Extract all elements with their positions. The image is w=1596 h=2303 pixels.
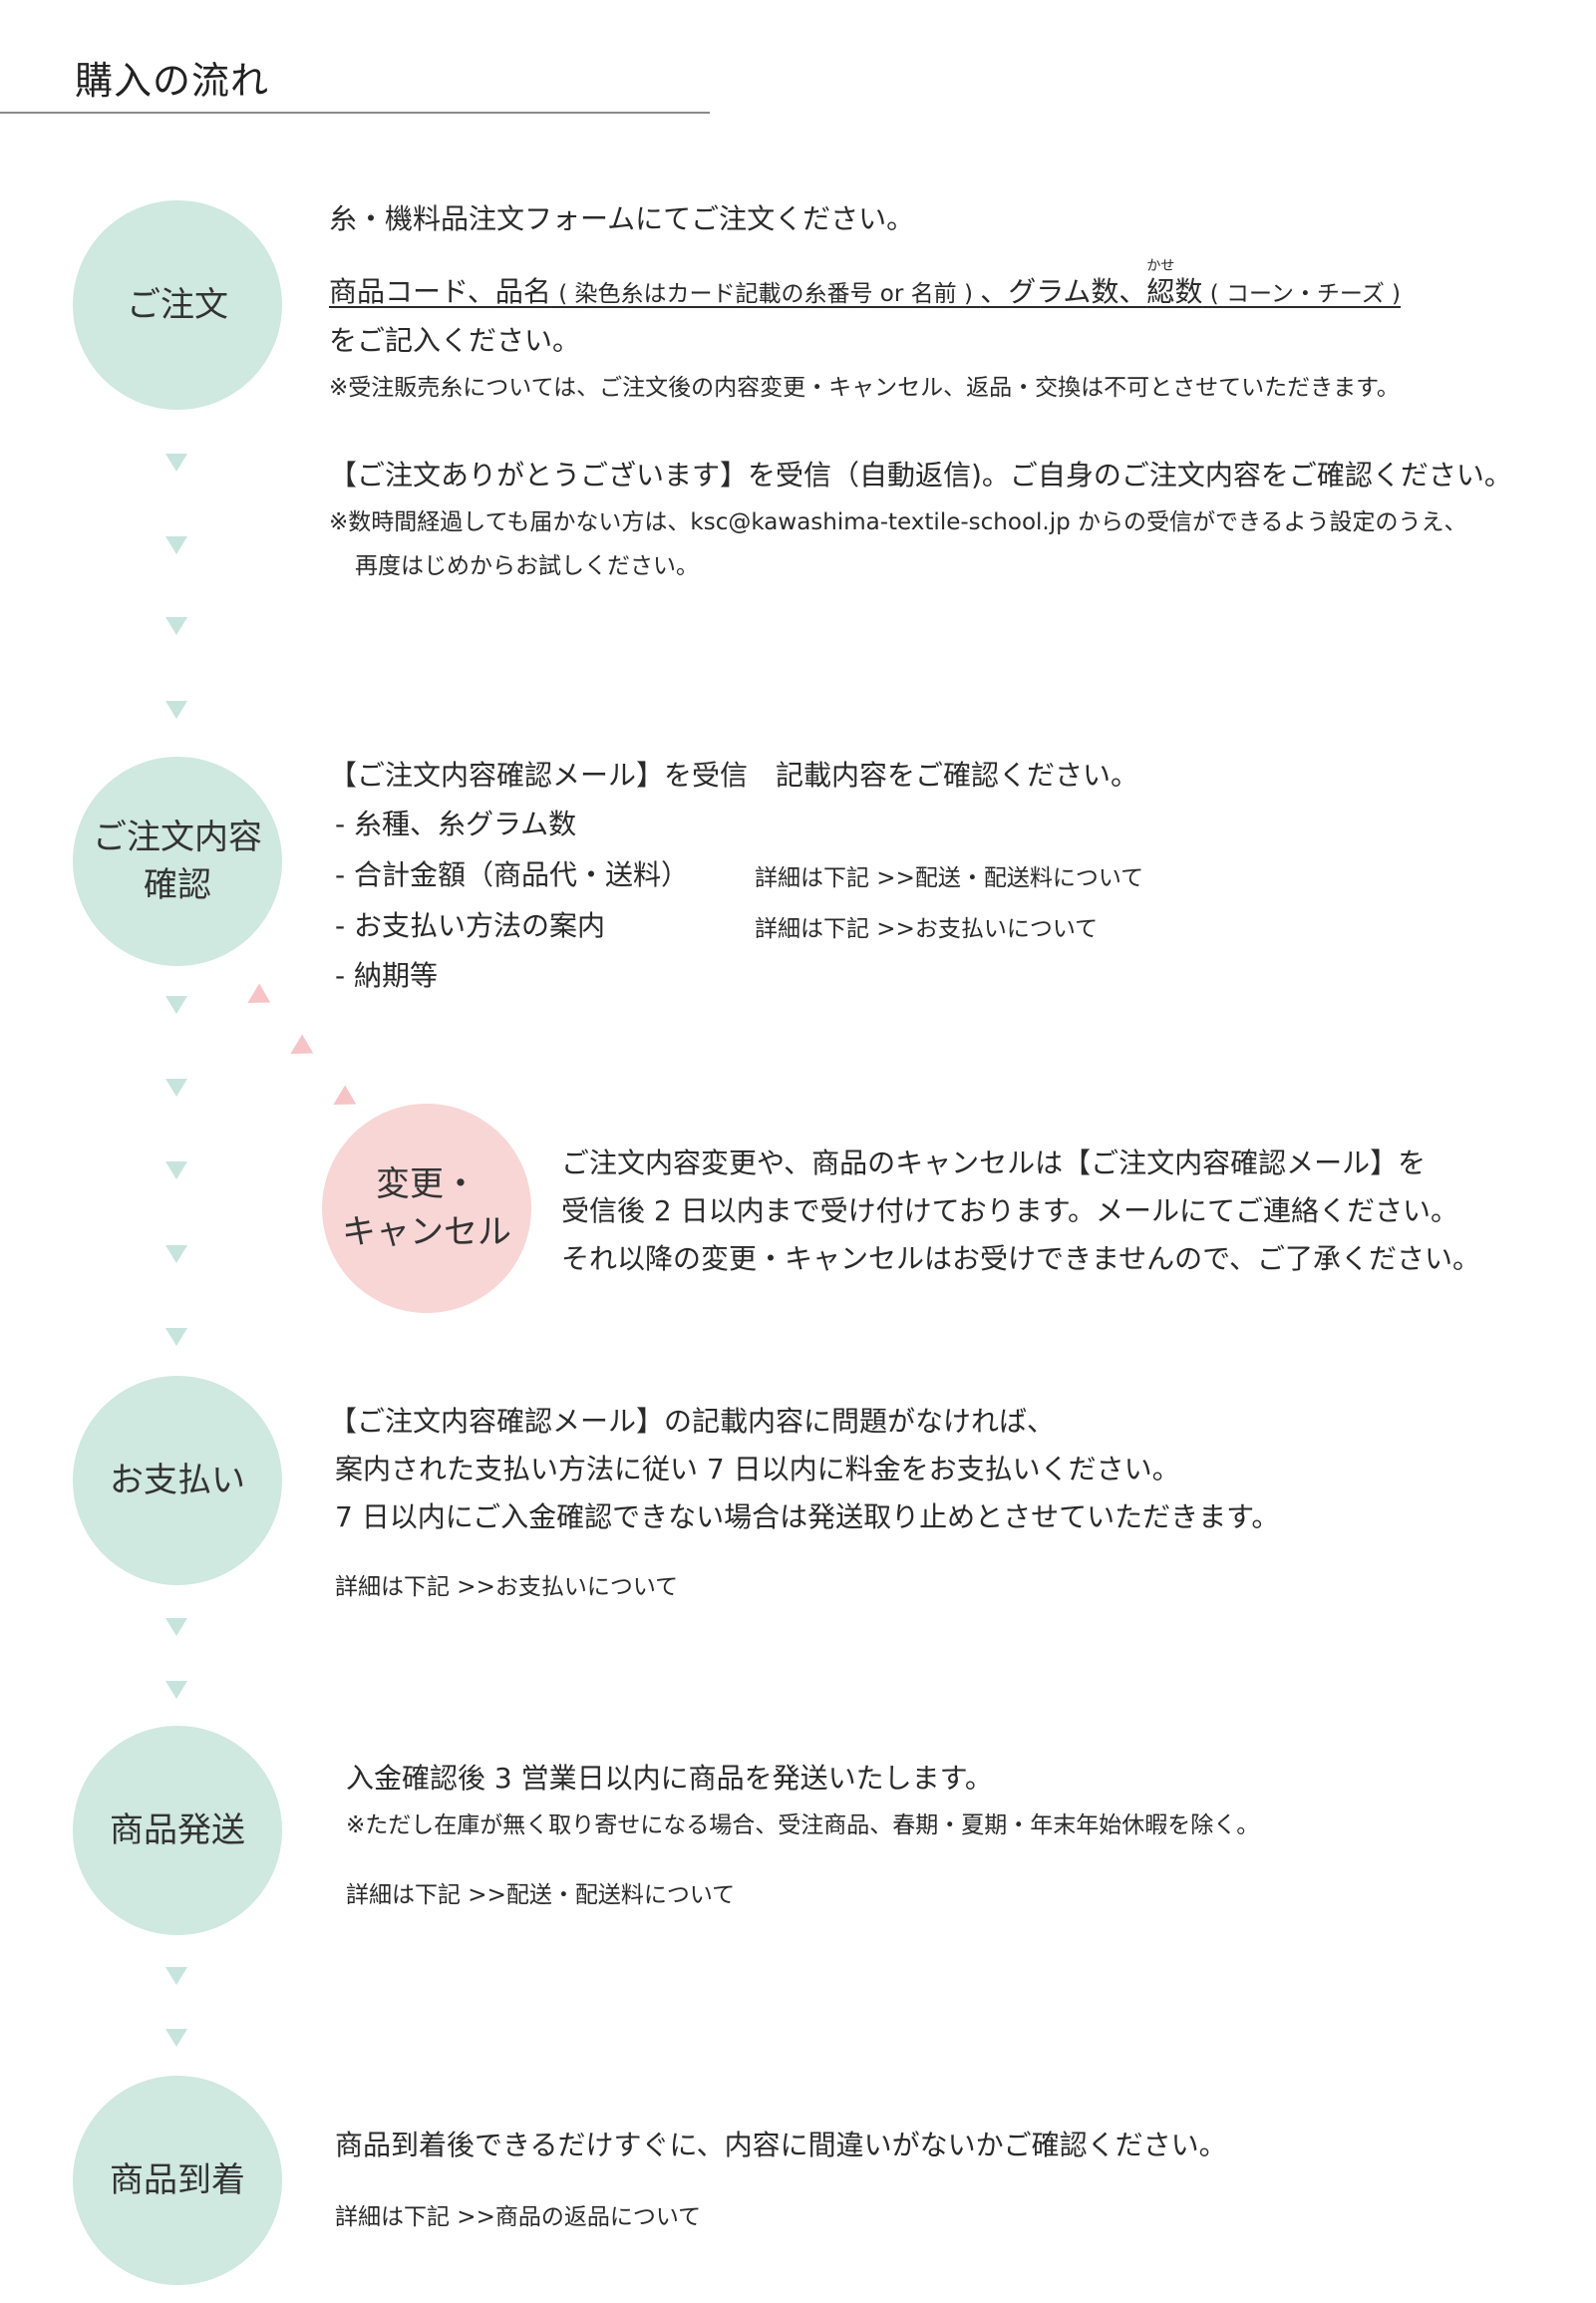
order-note2: ※数時間経過しても届かない方は、ksc@kawashima-textile-sc… — [329, 509, 1467, 535]
order-note3: 再度はじめからお試しください。 — [355, 553, 699, 579]
flow-arrow-icon — [165, 1328, 187, 1346]
arrival-link[interactable]: 詳細は下記 >>商品の返品について — [335, 2204, 702, 2230]
order-line3: をご記入ください。 — [329, 324, 581, 357]
order-line2-product: 商品コード、品名 — [329, 275, 551, 308]
confirm-item3: - お支払い方法の案内 — [335, 909, 606, 942]
title-divider — [0, 112, 710, 114]
step-payment-circle: お支払い — [73, 1376, 282, 1585]
step-order-circle: ご注文 — [73, 200, 282, 410]
step-confirm-label: ご注文内容確認 — [93, 814, 262, 909]
flow-arrow-icon — [165, 1161, 187, 1179]
shipping-note: ※ただし在庫が無く取り寄せになる場合、受注商品、春期・夏期・年末年始休暇を除く。 — [346, 1812, 1260, 1838]
step-payment-label: お支払い — [110, 1461, 245, 1500]
step-shipping-label: 商品発送 — [110, 1810, 245, 1850]
kase-ruby: かせ — [1146, 258, 1175, 274]
step-confirm-label-1: ご注文内容 — [93, 818, 262, 857]
step-change-circle: 変更・キャンセル — [322, 1104, 531, 1313]
shipping-link[interactable]: 詳細は下記 >>配送・配送料について — [346, 1882, 736, 1908]
step-order-label: ご注文 — [127, 285, 228, 325]
flow-arrow-icon — [165, 701, 187, 719]
order-line2-cone: ( コーン・チーズ ) — [1202, 281, 1402, 307]
flow-arrow-icon — [165, 1618, 187, 1636]
confirm-item1: - 糸種、糸グラム数 — [335, 808, 577, 840]
step-confirm-label-2: 確認 — [144, 865, 211, 905]
branch-arrow-icon — [327, 1085, 357, 1115]
page-title: 購入の流れ — [75, 59, 270, 103]
change-line1: ご注文内容変更や、商品のキャンセルは【ご注文内容確認メール】を — [561, 1147, 1427, 1179]
order-line2-kase-text: 綛数 — [1146, 275, 1203, 308]
payment-link[interactable]: 詳細は下記 >>お支払いについて — [335, 1574, 679, 1600]
confirm-item4: - 納期等 — [335, 959, 439, 992]
order-line1: 糸・機料品注文フォームにてご注文ください。 — [329, 202, 915, 235]
step-change-label-2: キャンセル — [342, 1212, 511, 1252]
flow-arrow-icon — [165, 1079, 187, 1097]
flow-arrow-icon — [165, 617, 187, 635]
flow-arrow-icon — [165, 1967, 187, 1985]
step-change-label: 変更・キャンセル — [342, 1160, 511, 1256]
order-line2-paren: ( 染色糸はカード記載の糸番号 or 名前 ) — [550, 281, 981, 307]
arrival-line1: 商品到着後できるだけすぐに、内容に間違いがないかご確認ください。 — [335, 2129, 1227, 2161]
change-line3: それ以降の変更・キャンセルはお受けできませんので、ご了承ください。 — [561, 1242, 1481, 1275]
order-line2: 商品コード、品名 ( 染色糸はカード記載の糸番号 or 名前 ) 、グラム数、か… — [329, 258, 1402, 310]
step-shipping-circle: 商品発送 — [73, 1726, 282, 1935]
step-arrival-circle: 商品到着 — [73, 2076, 282, 2285]
step-arrival-label: 商品到着 — [110, 2160, 245, 2200]
branch-arrow-icon — [284, 1034, 314, 1064]
flow-arrow-icon — [165, 454, 187, 472]
flow-arrow-icon — [165, 536, 187, 554]
flow-arrow-icon — [165, 2029, 187, 2047]
payment-line2: 案内された支払い方法に従い 7 日以内に料金をお支払いください。 — [335, 1453, 1180, 1485]
branch-arrow-icon — [241, 983, 271, 1013]
change-line2: 受信後 2 日以内まで受け付けております。メールにてご連絡ください。 — [561, 1194, 1458, 1227]
confirm-item2-link[interactable]: 詳細は下記 >>配送・配送料について — [755, 865, 1144, 891]
confirm-item2: - 合計金額（商品代・送料） — [335, 858, 690, 891]
flow-arrow-icon — [165, 1681, 187, 1699]
payment-line1: 【ご注文内容確認メール】の記載内容に問題がなければ、 — [329, 1405, 1056, 1438]
step-change-label-1: 変更・ — [376, 1164, 478, 1204]
order-line4: 【ご注文ありがとうございます】を受信（自動返信)。ご自身のご注文内容をご確認くだ… — [329, 459, 1512, 492]
confirm-item3-link[interactable]: 詳細は下記 >>お支払いについて — [755, 916, 1099, 942]
payment-line3: 7 日以内にご入金確認できない場合は発送取り止めとさせていただきます。 — [335, 1500, 1280, 1533]
order-note1: ※受注販売糸については、ご注文後の内容変更・キャンセル、返品・交換は不可とさせて… — [329, 375, 1400, 401]
flow-arrow-icon — [165, 1245, 187, 1263]
confirm-line1: 【ご注文内容確認メール】を受信 記載内容をご確認ください。 — [329, 759, 1139, 792]
step-confirm-circle: ご注文内容確認 — [73, 757, 282, 966]
flow-arrow-icon — [165, 996, 187, 1014]
order-line2-gram: 、グラム数、 — [980, 275, 1147, 308]
order-line2-kase: かせ綛数 — [1146, 258, 1203, 308]
shipping-line1: 入金確認後 3 営業日以内に商品を発送いたします。 — [346, 1762, 993, 1795]
